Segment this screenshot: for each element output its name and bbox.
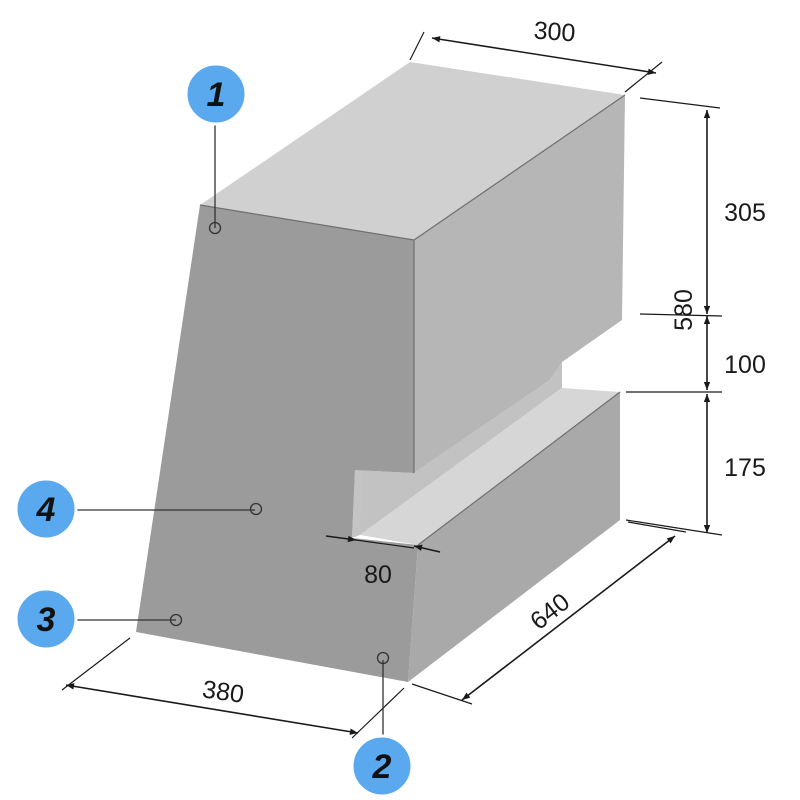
callout-badge-4: 4 [14,477,78,541]
dim-right-ext-top [639,97,721,109]
dim-300-line [431,36,657,75]
dim-300-ext-left [409,31,425,61]
notch-inner-wall [352,470,362,538]
dim-80-arrow-right [413,544,441,553]
ledge-edge [417,391,621,546]
callout-badge-2: 2 [350,734,414,798]
upper-side-face [414,95,625,473]
callout-2-point [376,651,390,665]
dim-label-305: 305 [724,199,766,227]
callout-3-point [169,613,183,627]
callout-4-point [249,502,263,516]
callout-1-point [208,221,222,235]
dim-label-580: 580 [670,289,698,331]
dim-380-ext-right [351,687,405,739]
dim-label-175: 175 [724,454,766,482]
dim-640-ext-bottom [411,683,473,705]
dim-label-80: 80 [364,561,392,589]
ledge-top-face [360,388,620,545]
callout-badge-1: 1 [184,62,248,126]
front-face [136,205,418,682]
dim-80-leader [355,539,415,549]
dim-label-640: 640 [525,588,575,636]
top-face [200,62,625,240]
dim-640-ext-top [627,521,687,533]
callout-label-2: 2 [372,748,392,786]
dim-right-ext-mid1 [639,313,723,317]
callout-label-3: 3 [37,601,56,639]
callout-badge-3: 3 [14,587,78,651]
notch-back-wall [355,362,562,535]
dim-380-line [65,683,359,735]
dim-300-ext-right [624,61,663,93]
callout-label-4: 4 [36,491,56,529]
dim-380-ext-left [61,637,131,691]
dim-80-arrow-left [325,535,357,543]
dim-640-line [461,535,676,701]
dim-label-100: 100 [724,351,766,379]
callout-label-1: 1 [207,76,226,114]
dim-label-300: 300 [533,17,577,48]
dim-label-380: 380 [201,675,246,709]
